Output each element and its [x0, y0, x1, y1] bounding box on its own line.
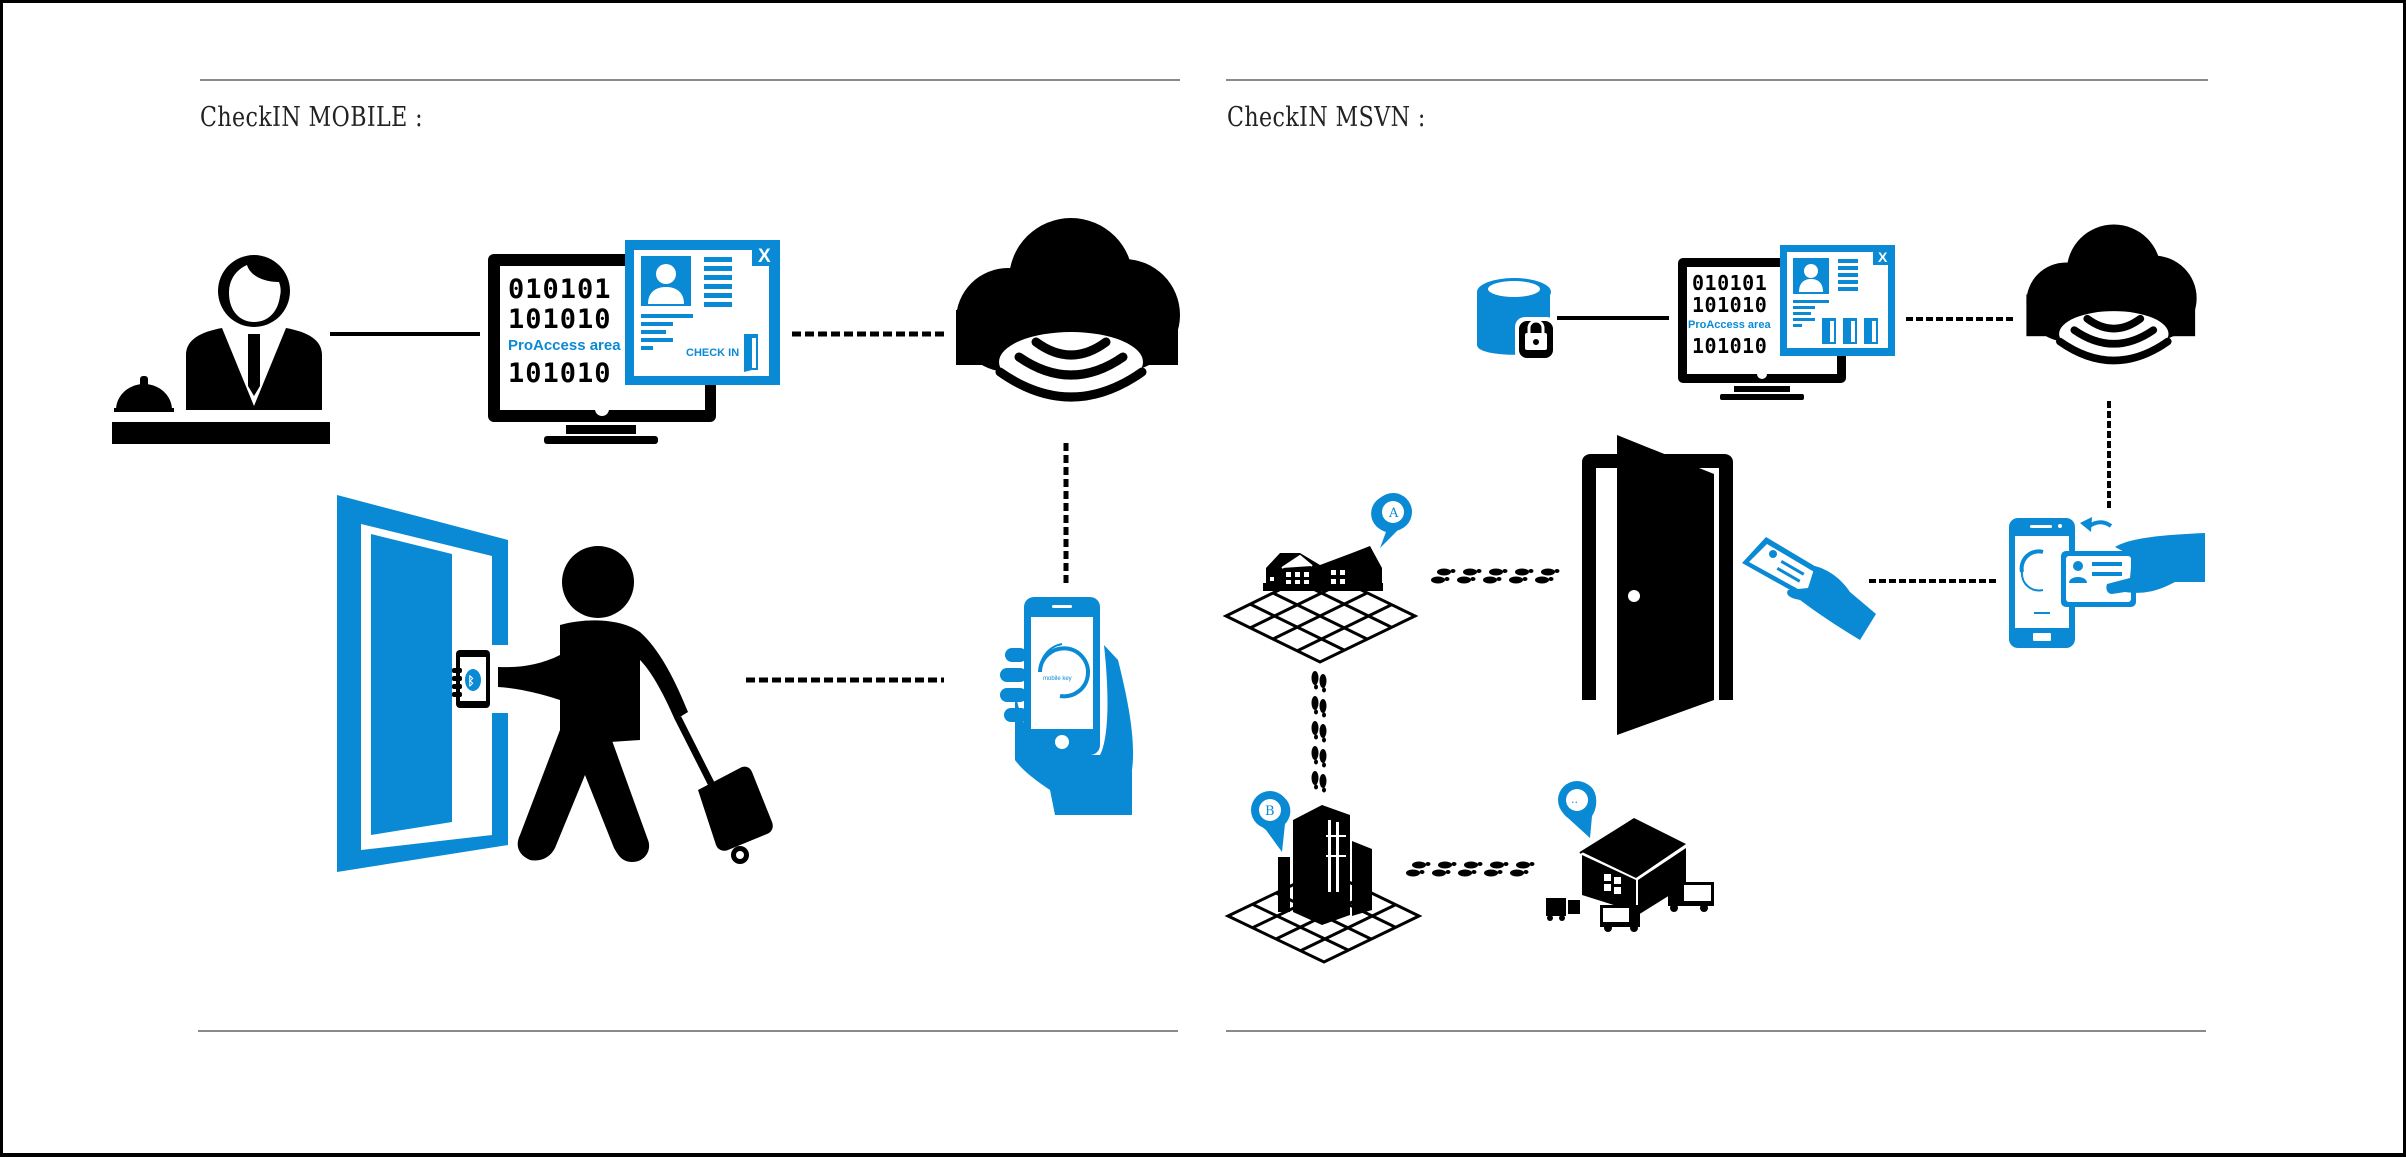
left-top-rule: [200, 79, 1180, 81]
house-icon: [1222, 546, 1419, 664]
hand-holding-phone-icon: mobile key: [1000, 597, 1134, 815]
receptionist-desk-icon: [112, 255, 330, 444]
check-in-label: CHECK IN: [686, 347, 739, 359]
panel-title-mobile: CheckIN MOBILE :: [200, 102, 424, 133]
open-door-icon: [337, 495, 508, 872]
binary-line-3: 101010: [508, 358, 612, 389]
computer-monitor-icon: 010101 101010 ProAccess area 101010 X: [1678, 245, 1895, 400]
office-building-icon: [1224, 805, 1423, 964]
footprints-path-icon: [1311, 671, 1327, 793]
door-row-icons: [1822, 318, 1878, 344]
guest-with-luggage-icon: ᛒ: [452, 546, 773, 864]
mobile-key-label: mobile key: [1043, 676, 1072, 682]
connection-db-monitor: [1557, 316, 1669, 320]
proaccess-area-label: ProAccess area: [1688, 319, 1771, 331]
right-bottom-rule: [1226, 1030, 2206, 1032]
computer-monitor-icon: 010101 101010 ProAccess area 101010 X CH…: [488, 240, 780, 444]
hand-holding-card-icon: [1742, 537, 1876, 640]
phone-card-update-icon: [2009, 517, 2205, 648]
database-lock-icon: [1477, 278, 1557, 362]
proaccess-area-label: ProAccess area: [508, 337, 621, 354]
footprints-path-icon: [1406, 861, 1535, 877]
left-bottom-rule: [198, 1030, 1178, 1032]
binary-line-2: 101010: [508, 304, 612, 335]
open-door-icon: [1582, 435, 1733, 735]
card-close-icon: X: [758, 246, 771, 267]
location-pin-a-icon: A: [1371, 493, 1412, 548]
panel-title-msvn: CheckIN MSVN :: [1227, 102, 1426, 133]
pin-label-more: ..: [1571, 793, 1578, 806]
cloud-wireless-icon: [2026, 224, 2197, 365]
binary-line-2: 101010: [1692, 293, 1767, 317]
location-pin-more-icon: ..: [1558, 781, 1597, 838]
card-close-icon: X: [1878, 249, 1888, 265]
location-pin-b-icon: B: [1251, 791, 1291, 852]
binary-line-1: 010101: [1692, 271, 1767, 295]
footprints-path-icon: [1431, 568, 1560, 584]
right-top-rule: [1226, 79, 2208, 81]
connection-receptionist-monitor: [330, 332, 480, 336]
warehouse-icon: [1546, 818, 1714, 932]
pin-label-a: A: [1388, 506, 1399, 521]
door-small-icon: [744, 334, 758, 372]
binary-line-3: 101010: [1692, 334, 1767, 358]
binary-line-1: 010101: [508, 274, 612, 305]
bluetooth-icon: ᛒ: [468, 674, 475, 688]
cloud-wireless-icon: [956, 218, 1180, 402]
pin-label-b: B: [1265, 804, 1275, 819]
